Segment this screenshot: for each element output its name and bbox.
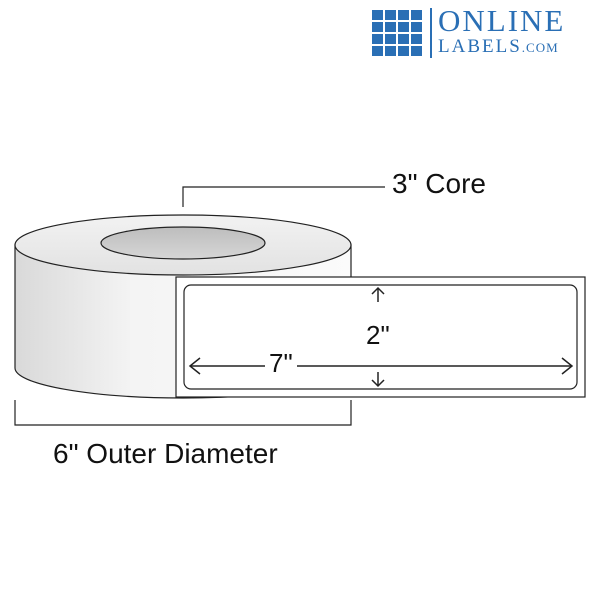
logo-divider — [430, 8, 432, 58]
width-arrow-left-head — [188, 357, 201, 375]
label-height-text: 2" — [366, 320, 390, 350]
core-size-label: 3" Core — [392, 168, 486, 199]
width-arrow-right-head — [561, 357, 574, 375]
outer-diameter-label: 6" Outer Diameter — [53, 438, 278, 469]
grid-logo-icon — [372, 10, 422, 56]
core-callout-line — [182, 186, 385, 207]
height-arrow-top-head — [371, 286, 385, 295]
outer-diameter-bracket — [14, 400, 352, 426]
height-arrow-bottom-head — [371, 379, 385, 388]
logo-word-online: ONLINE — [438, 3, 566, 38]
roll-core — [100, 226, 266, 260]
logo-word-com: .COM — [521, 40, 559, 55]
logo-word-labels-text: LABELS — [438, 36, 522, 57]
brand-logo: ONLINE LABELS.COM — [372, 3, 594, 60]
logo-word-labels: LABELS.COM — [438, 36, 559, 59]
label-width-text: 7" — [265, 348, 297, 379]
